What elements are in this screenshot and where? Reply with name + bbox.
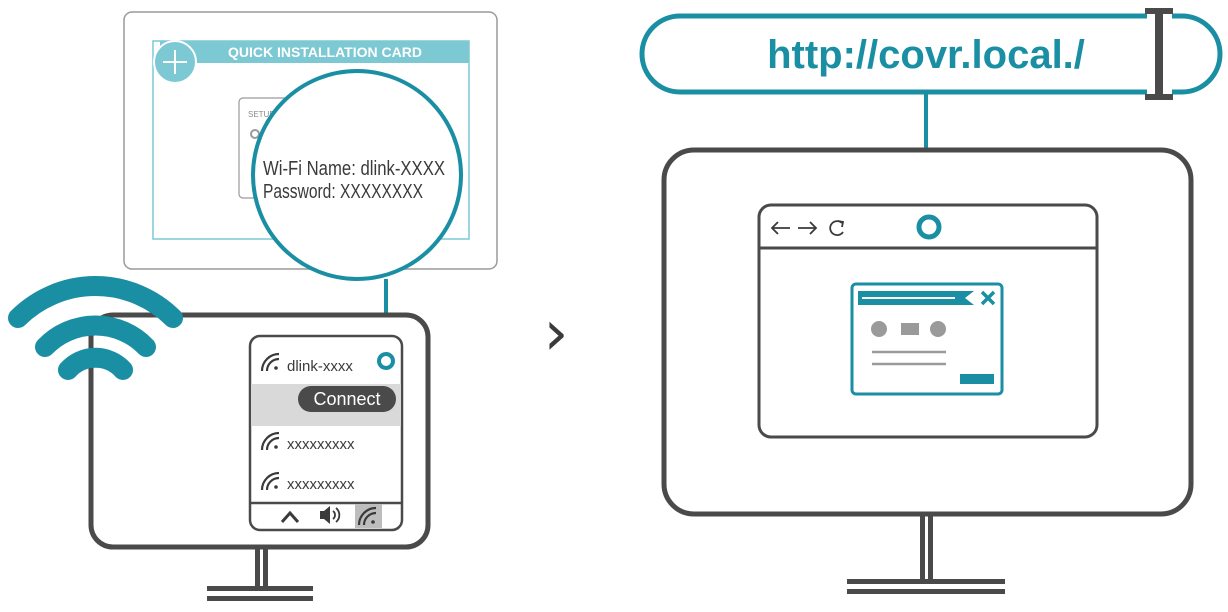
network-item-3[interactable]: xxxxxxxxx — [260, 471, 355, 493]
dialog-dot-icon — [871, 321, 887, 337]
forward-arrow-icon[interactable] — [798, 221, 818, 235]
card-title: QUICK INSTALLATION CARD — [228, 44, 422, 60]
chevron-up-icon[interactable] — [280, 510, 300, 523]
left-monitor-base — [207, 586, 313, 591]
plus-circle-icon — [153, 40, 197, 84]
connect-button-label: Connect — [313, 389, 380, 409]
network-item-dlink[interactable]: dlink-xxxx — [260, 352, 395, 375]
address-bar[interactable]: http://covr.local./ — [639, 8, 1223, 214]
next-step-arrow-icon: › — [544, 296, 569, 369]
connector-dot — [377, 352, 395, 370]
password-line: Password: XXXXXXXX — [263, 181, 423, 203]
wifi-small-icon — [260, 471, 280, 491]
dialog-dot-icon — [930, 321, 946, 337]
url-text: http://covr.local./ — [767, 33, 1085, 77]
browser-window — [757, 203, 1099, 439]
taskbar — [280, 504, 382, 528]
close-icon[interactable] — [980, 290, 996, 306]
setup-gear-icon — [250, 129, 260, 139]
card-title-bar — [160, 41, 469, 63]
wifi-signal-icon — [8, 276, 183, 380]
reload-icon[interactable] — [829, 220, 845, 236]
network-item-2[interactable]: xxxxxxxxx — [260, 431, 355, 453]
dialog-square-icon — [901, 323, 919, 335]
text-cursor-icon — [1145, 8, 1173, 100]
connect-button[interactable]: Connect — [298, 386, 396, 412]
speaker-icon[interactable] — [320, 506, 341, 524]
network-name: xxxxxxxxx — [287, 476, 355, 493]
right-monitor-base — [847, 579, 1005, 584]
back-arrow-icon[interactable] — [770, 221, 790, 235]
wifi-icon — [357, 506, 377, 526]
wifi-small-icon — [260, 352, 280, 372]
address-bar-outline — [639, 13, 1147, 95]
wifi-name-line: Wi-Fi Name: dlink-XXXX — [263, 158, 445, 180]
wifi-small-icon — [260, 431, 280, 451]
network-name: dlink-xxxx — [287, 358, 353, 375]
network-name: xxxxxxxxx — [287, 436, 355, 453]
network-list-panel: dlink-xxxx Connect xxxxxxxxx xxxxxxxxx — [248, 334, 404, 532]
address-connector-dot — [916, 214, 942, 240]
magnifier: Wi-Fi Name: dlink-XXXX Password: XXXXXXX… — [251, 69, 463, 350]
setup-label: SETUP — [248, 110, 275, 119]
setup-web-dialog — [850, 282, 1004, 396]
dialog-ok-button[interactable] — [960, 374, 994, 384]
